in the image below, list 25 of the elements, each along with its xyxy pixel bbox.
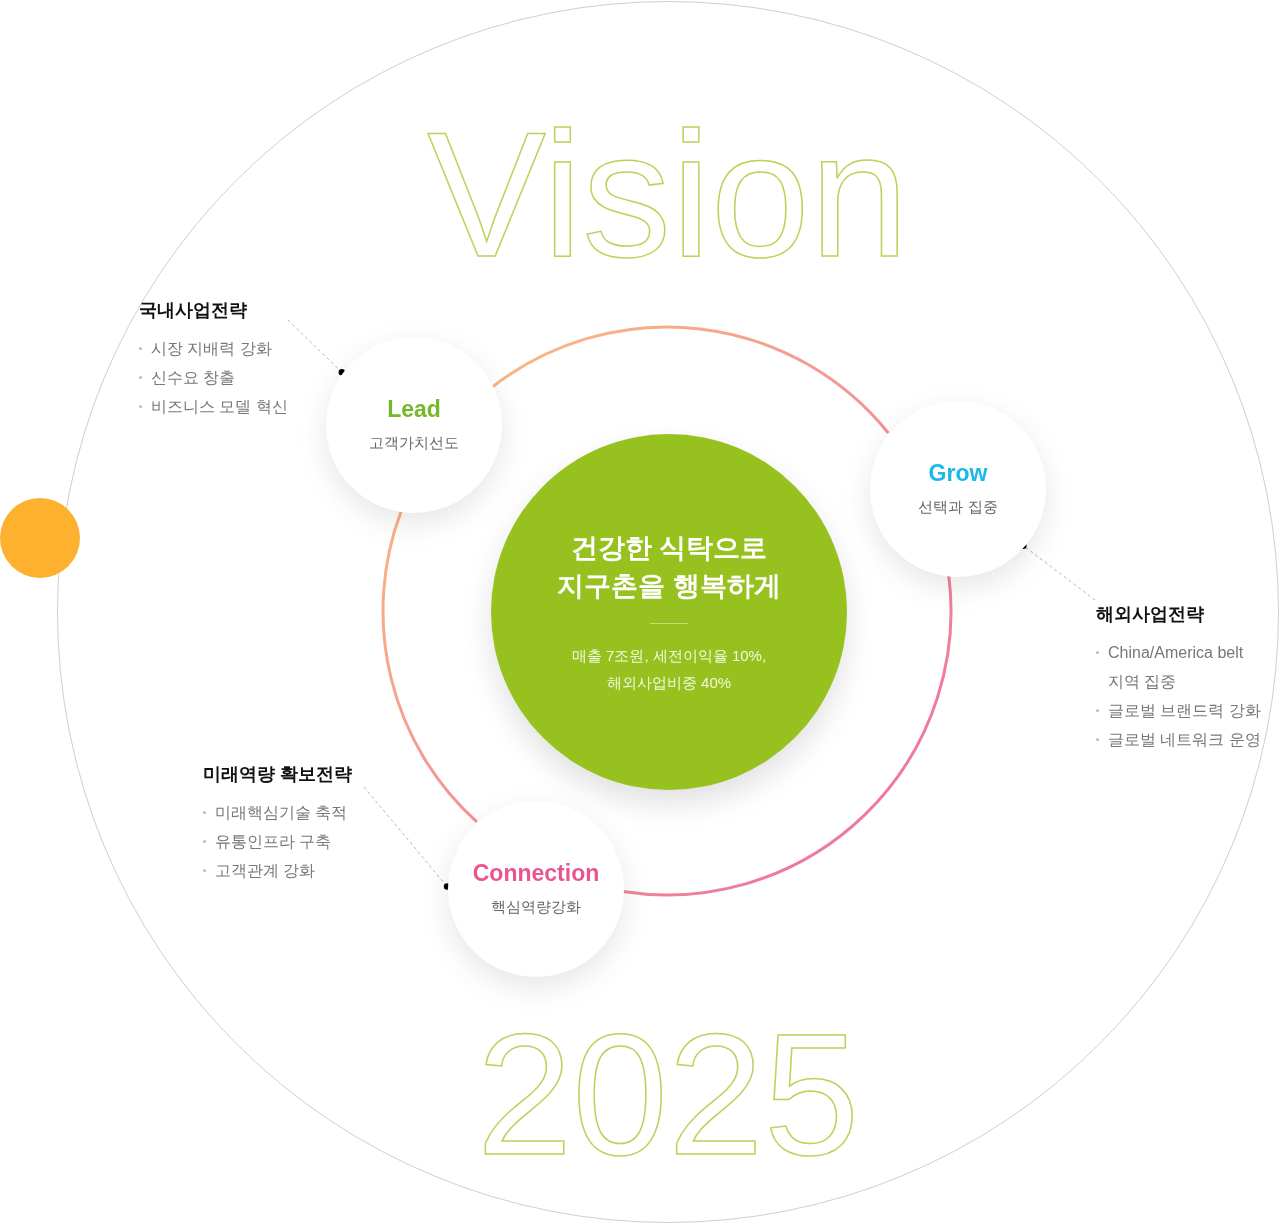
strategy-item: China/America belt 지역 집중	[1108, 643, 1245, 692]
pillar-subtitle: 핵심역량강화	[491, 897, 581, 918]
strategy-item: 고객관계 강화	[215, 861, 316, 881]
strategy-item: 글로벌 브랜드력 강화	[1108, 701, 1261, 721]
pillar-subtitle: 선택과 집중	[918, 497, 998, 518]
ring-arc	[381, 510, 478, 823]
strategy-item: 글로벌 네트워크 운영	[1108, 730, 1261, 750]
strategy-item: 신수요 창출	[151, 368, 236, 388]
target-figures: 매출 7조원, 세전이익율 10%, 해외사업비중 40%	[570, 645, 768, 693]
strategy-item: 시장 지배력 강화	[151, 339, 272, 359]
strategy-heading: 국내사업전략	[139, 299, 248, 322]
strategy-heading: 미래역량 확보전략	[203, 763, 353, 786]
pillar-subtitle: 고객가치선도	[369, 433, 459, 454]
strategy-heading: 해외사업전략	[1096, 603, 1205, 626]
strategy-item: 유통인프라 구축	[215, 832, 332, 852]
leader-line	[287, 319, 345, 376]
year-outline-title: 2025	[476, 1008, 860, 1180]
strategy-item: 비즈니스 모델 혁신	[151, 397, 288, 417]
strategy-item: 미래핵심기술 축적	[215, 803, 348, 823]
pillar-title: Grow	[928, 459, 988, 489]
pillar-title: Connection	[472, 859, 600, 889]
ring-arc	[491, 325, 890, 435]
pillar-title: Lead	[387, 395, 441, 425]
vision-outline-title: Vision	[427, 106, 909, 284]
vision-statement: 건강한 식탁으로 지구촌을 행복하게	[556, 531, 782, 603]
